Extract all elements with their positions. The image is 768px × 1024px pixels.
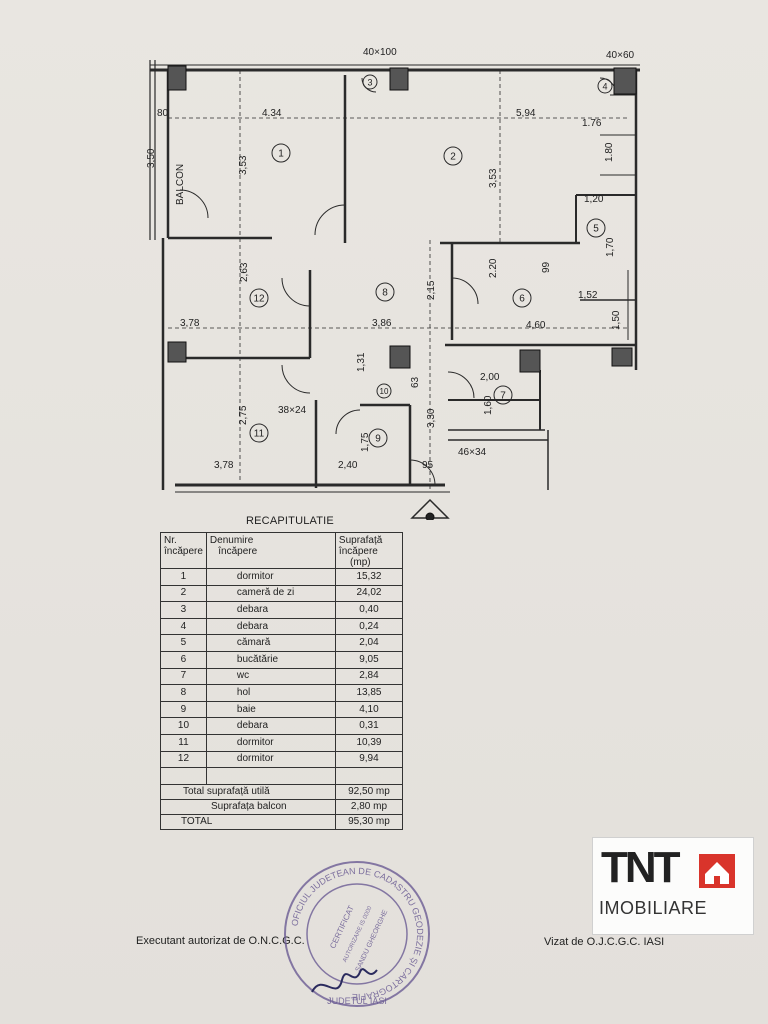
signature [311,968,378,993]
dim-175: 1,75 [360,432,371,452]
room-number-9: 9 [375,434,381,445]
dim-99: 99 [541,261,552,273]
house-icon [699,854,735,888]
room-number-10: 10 [380,387,389,396]
official-stamp: OFICIUL JUDETEAN DE CADASTRU GEODEZIE ȘI… [284,861,430,1007]
footer-vizat: Vizat de O.J.C.G.C. IASI [544,936,665,948]
tnt-logo: TNT IMOBILIARE [592,837,754,935]
dim-3824: 38×24 [278,405,307,416]
room-number-7: 7 [500,391,506,402]
dim-215: 2,15 [426,280,437,300]
logo-subtitle: IMOBILIARE [599,898,708,918]
svg-text:JUDETUL IASI: JUDETUL IASI [327,996,387,1006]
dim-200: 2,00 [480,372,500,383]
dim-353-right: 3,53 [488,168,499,188]
floor-plan: 1 2 3 4 5 6 7 8 9 10 11 12 40×100 40×60 … [146,47,640,520]
table-row-empty [160,767,404,785]
dim-46x34: 46×34 [458,447,487,458]
dim-95: 95 [422,460,434,471]
dim-434: 4.34 [262,108,282,119]
room-number-3: 3 [367,77,372,87]
dim-220: 2.20 [488,258,499,278]
room-number-5: 5 [593,224,599,235]
room-number-6: 6 [519,294,525,305]
dim-170: 1,70 [605,237,616,257]
dim-top-col: 40×100 [363,47,397,58]
dim-180: 1.80 [604,142,615,162]
dim-176: 1.76 [582,118,602,129]
dim-152: 1,52 [578,290,598,301]
dim-80: 80 [157,108,169,119]
recap-title: RECAPITULATIE [246,515,334,527]
room-number-12: 12 [253,294,265,305]
dim-353-left: 3,53 [238,155,249,175]
dim-top-col-right: 40×60 [606,50,635,61]
logo-brand: TNT [601,843,681,892]
room-number-8: 8 [382,288,388,299]
dim-120: 1,20 [584,194,604,205]
dim-131: 1,31 [356,352,367,372]
header-suprafata: Suprafață încăpere (mp) [334,532,404,569]
footer-executant: Executant autorizat de O.N.C.G.C. [136,935,305,947]
dim-460: 4,60 [526,320,546,331]
room-number-4: 4 [602,81,607,91]
dim-150: 1,50 [611,310,622,330]
svg-text:SANDU GHEORGHE: SANDU GHEORGHE [355,909,390,973]
dim-263: 2,63 [239,262,250,282]
dim-63: 63 [410,376,421,388]
dim-378-bottom: 3,78 [214,460,234,471]
room-number-11: 11 [254,429,265,440]
dim-594: 5,94 [516,108,536,119]
room-number-1: 1 [278,149,284,160]
dim-330: 3,30 [426,408,437,428]
dim-160: 1,60 [483,395,494,415]
room-number-2: 2 [450,152,456,163]
header-denumire: Denumire încăpere [205,532,336,569]
dim-275: 2,75 [238,405,249,425]
balcon-label: BALCON [175,164,186,205]
recap-table: Nr.încăpere Denumire încăpere Suprafață … [160,532,404,830]
header-nr: Nr.încăpere [160,532,207,569]
dim-386: 3,86 [372,318,392,329]
dim-240: 2,40 [338,460,358,471]
dim-378-top: 3,78 [180,318,200,329]
dim-350: 3,50 [146,148,157,168]
recap-header-row: Nr.încăpere Denumire încăpere Suprafață … [160,532,404,569]
